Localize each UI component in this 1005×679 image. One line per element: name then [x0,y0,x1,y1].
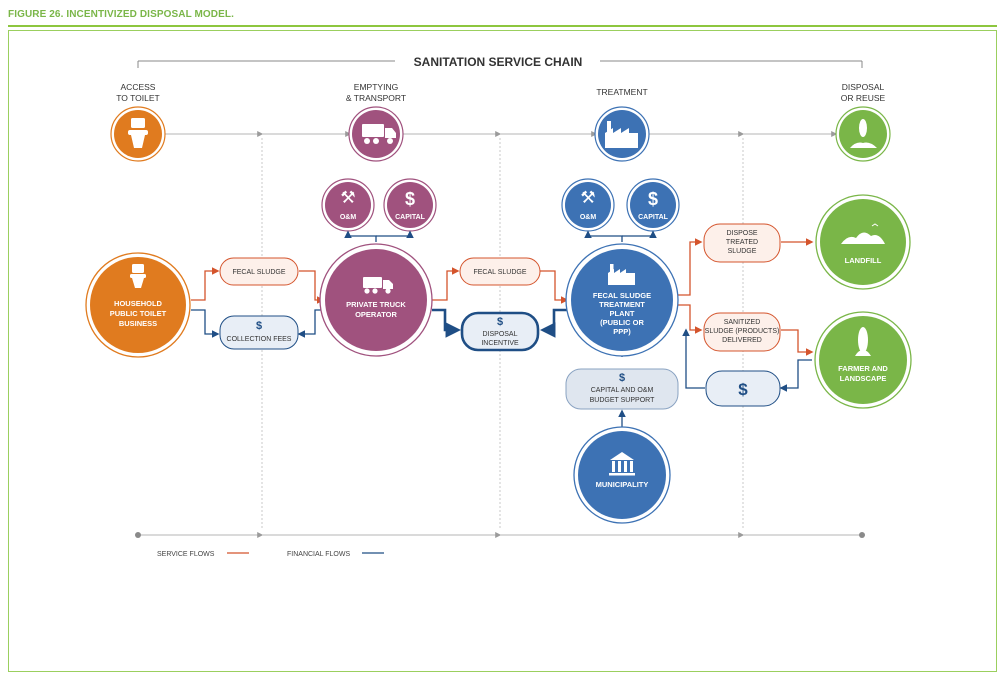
box-sanitized-line-1: SANITIZED [724,319,761,326]
plant-icon [850,119,877,148]
plant-line-2: TREATMENT [599,300,645,309]
truck-icon [362,124,396,144]
truck-operator-line-1: PRIVATE TRUCK [346,300,406,309]
household-line-2: PUBLIC TOILET [110,309,167,318]
stage-label-emptying-2: & TRANSPORT [346,93,406,103]
stage-icon-treatment [594,106,650,162]
box-collection-fees: $ COLLECTION FEES [219,315,299,350]
box-disposal-incentive-line-1: DISPOSAL [482,331,517,338]
dollar-icon: $ [405,189,415,209]
box-fecal-sludge-2-label: FECAL SLUDGE [473,269,526,276]
tools-icon: ⚒ [580,188,595,207]
title-rule [8,25,997,27]
household-line-3: BUSINESS [119,319,157,328]
box-disposal-incentive: $ DISPOSAL INCENTIVE [460,311,540,352]
box-dollar-payment: $ [705,370,781,407]
om-label: O&M [340,214,357,221]
om-label: O&M [580,214,597,221]
stage-label-disposal-2: OR REUSE [841,93,886,103]
landfill-icon [841,223,885,244]
truck-icon [363,277,393,294]
stage-label-treatment: TREATMENT [596,87,647,97]
om-node-truck: ⚒ O&M [321,178,375,232]
box-fecal-sludge-2: FECAL SLUDGE [459,257,541,286]
plant-line-3: PLANT [610,309,635,318]
stage-label-disposal-1: DISPOSAL [842,82,885,92]
node-household: HOUSEHOLD PUBLIC TOILET BUSINESS [85,252,191,358]
plant-line-5: PPP) [613,327,631,336]
municipality-label: MUNICIPALITY [596,480,649,489]
box-sanitized-line-2: SLUDGE (PRODUCTS) [705,328,780,335]
stage-label-access-2: TO TOILET [116,93,159,103]
stage-labels: ACCESS TO TOILET EMPTYING & TRANSPORT TR… [116,82,885,103]
legend: SERVICE FLOWS FINANCIAL FLOWS [157,551,384,558]
stage-icon-emptying [348,106,404,162]
corn-icon [855,327,871,356]
box-budget-support: $ CAPITAL AND O&M BUDGET SUPPORT [565,368,679,410]
stage-icon-access [110,106,166,162]
om-node-plant: ⚒ O&M [561,178,615,232]
tools-icon: ⚒ [340,188,355,207]
dollar-icon: $ [497,316,503,328]
node-farmer: FARMER AND LANDSCAPE [814,311,912,409]
stage-icon-disposal [835,106,891,162]
capital-node-plant: $ CAPITAL [626,178,680,232]
box-budget-support-line-2: BUDGET SUPPORT [590,397,655,404]
incentive-flows [432,308,569,338]
factory-icon [605,121,638,148]
landfill-label: LANDFILL [845,256,882,265]
node-landfill: LANDFILL [815,194,911,290]
capital-label: CAPITAL [395,214,426,221]
node-municipality: MUNICIPALITY [573,426,671,524]
plant-line-1: FECAL SLUDGE [593,291,651,300]
truck-operator-line-2: OPERATOR [355,310,397,319]
box-disposal-incentive-line-2: INCENTIVE [481,340,519,347]
figure-frame [8,30,997,672]
legend-service-label: SERVICE FLOWS [157,551,215,558]
capital-label: CAPITAL [638,214,669,221]
box-dispose-treated-line-3: SLUDGE [728,248,757,255]
dollar-icon: $ [648,189,658,209]
stage-label-access-1: ACCESS [121,82,156,92]
dollar-icon: $ [619,372,625,384]
box-dispose-treated-line-1: DISPOSE [726,230,757,237]
figure-title: FIGURE 26. INCENTIVIZED DISPOSAL MODEL. [8,9,234,20]
toilet-icon [128,118,148,148]
toilet-icon [130,264,146,288]
node-truck-operator: PRIVATE TRUCK OPERATOR [319,243,433,357]
capital-om-connectors [344,230,657,242]
box-collection-fees-label: COLLECTION FEES [227,336,292,343]
box-budget-support-line-1: CAPITAL AND O&M [591,387,654,394]
node-treatment-plant: FECAL SLUDGE TREATMENT PLANT (PUBLIC OR … [565,243,679,357]
capital-node-truck: $ CAPITAL [383,178,437,232]
household-line-1: HOUSEHOLD [114,299,163,308]
box-sanitized-line-3: DELIVERED [722,337,762,344]
building-icon [609,452,635,476]
box-sanitized: SANITIZED SLUDGE (PRODUCTS) DELIVERED [703,312,781,352]
service-flows [191,238,814,356]
bottom-process-line [135,532,865,538]
financial-flows [191,309,812,430]
chain-title: SANITATION SERVICE CHAIN [414,55,583,69]
farmer-line-2: LANDSCAPE [840,374,887,383]
chain-header: SANITATION SERVICE CHAIN [137,55,863,69]
box-dispose-treated-line-2: TREATED [726,239,758,246]
box-fecal-sludge-1-label: FECAL SLUDGE [232,269,285,276]
factory-icon [608,264,635,285]
dollar-icon: $ [738,380,748,399]
dollar-icon: $ [256,320,262,332]
box-fecal-sludge-1: FECAL SLUDGE [219,257,299,286]
legend-financial-label: FINANCIAL FLOWS [287,551,350,558]
plant-line-4: (PUBLIC OR [600,318,644,327]
farmer-line-1: FARMER AND [838,364,888,373]
stage-label-emptying-1: EMPTYING [354,82,398,92]
box-dispose-treated: DISPOSE TREATED SLUDGE [703,223,781,263]
